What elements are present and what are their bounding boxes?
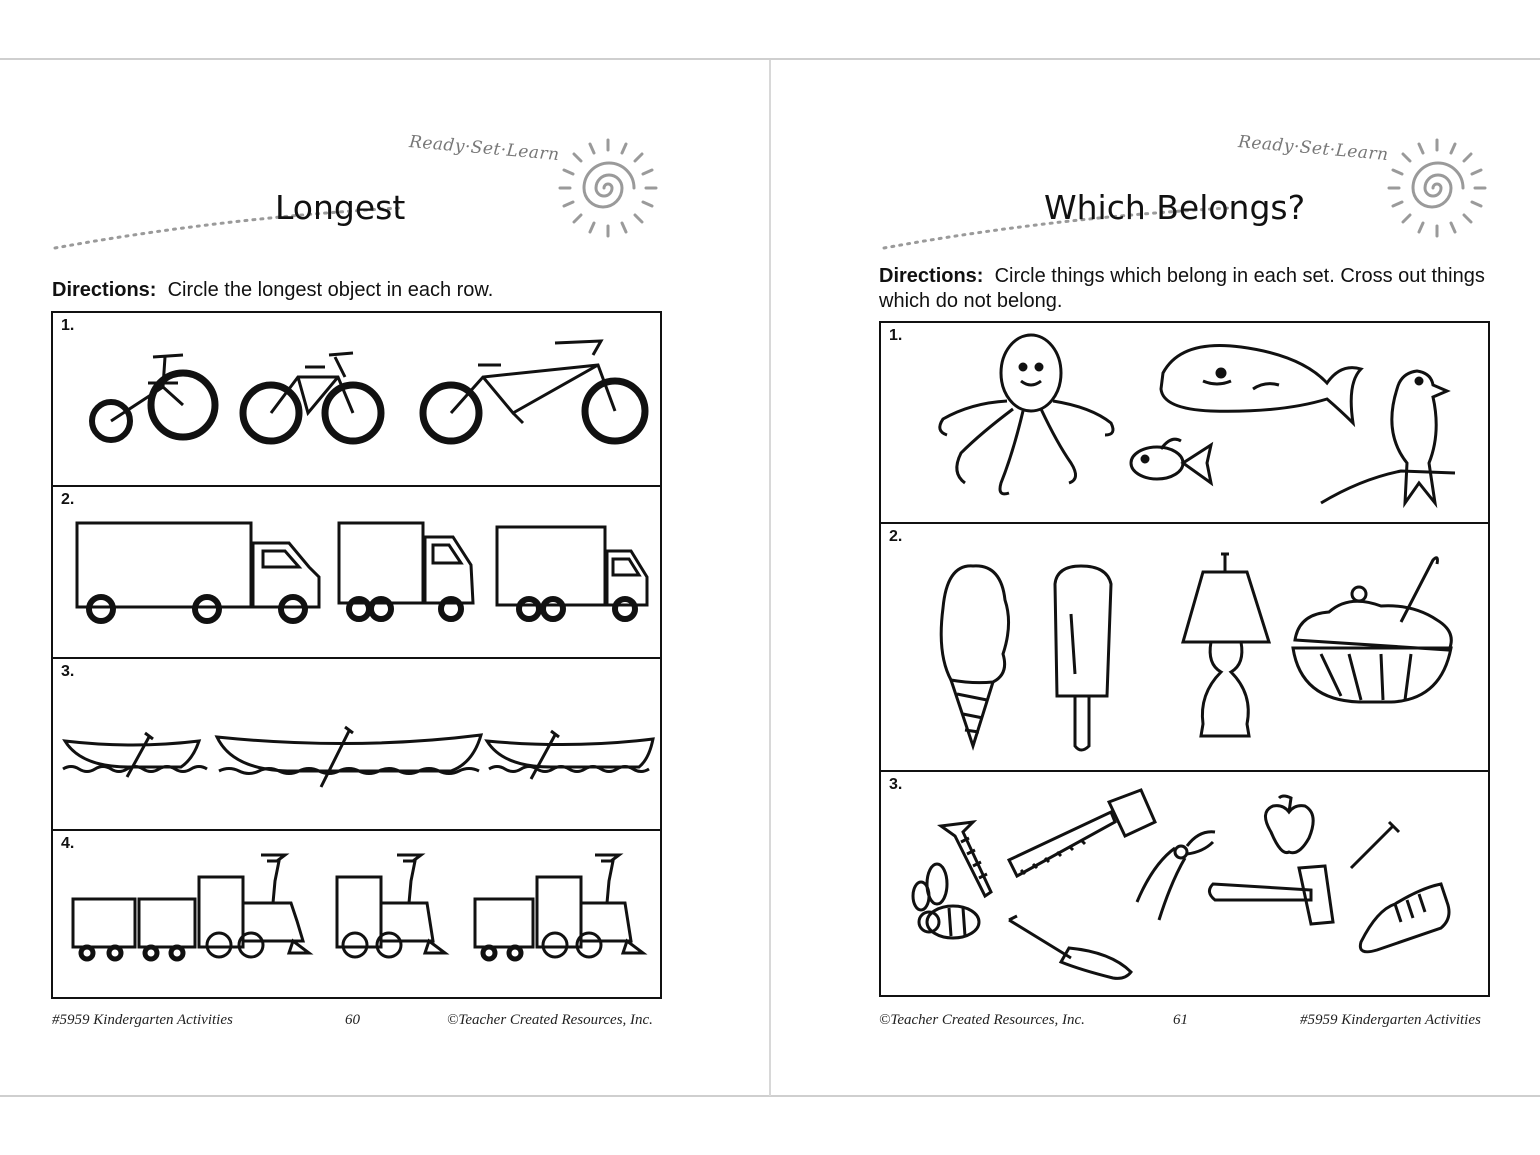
long-rowboat-icon bbox=[214, 725, 484, 788]
bee-icon bbox=[911, 862, 981, 940]
rowboat-icon bbox=[484, 729, 655, 780]
saw-icon bbox=[1006, 788, 1157, 879]
exercise-box: 1. bbox=[879, 321, 1490, 997]
exercise-row-4: 4. bbox=[53, 829, 660, 997]
exercise-row-1: 1. bbox=[53, 313, 660, 485]
short-train-icon bbox=[335, 853, 450, 959]
tricycle-icon bbox=[89, 353, 219, 443]
row-number: 1. bbox=[61, 317, 75, 334]
lamp-icon bbox=[1181, 552, 1272, 738]
bird-icon bbox=[1320, 369, 1456, 509]
nail-icon bbox=[1349, 820, 1401, 870]
page-title: Longest bbox=[275, 188, 406, 227]
long-bicycle-icon bbox=[419, 339, 649, 445]
medium-truck-icon bbox=[495, 525, 649, 622]
row-number: 1. bbox=[889, 327, 903, 344]
footer-right: #5959 Kindergarten Activities bbox=[1300, 1012, 1481, 1028]
apple-icon bbox=[1264, 794, 1315, 855]
directions-label: Directions: bbox=[879, 265, 984, 287]
popsicle-icon bbox=[1053, 564, 1113, 752]
exercise-row-2: 2. bbox=[881, 522, 1488, 770]
row-number: 4. bbox=[61, 835, 75, 852]
exercise-box: 1. 2. bbox=[51, 311, 662, 999]
whale-icon bbox=[1159, 343, 1364, 428]
row-number: 2. bbox=[61, 491, 75, 508]
header-decoration bbox=[53, 138, 658, 250]
sun-spiral-icon bbox=[1387, 138, 1487, 238]
footer-right: ©Teacher Created Resources, Inc. bbox=[447, 1012, 653, 1028]
left-page: Ready·Set·Learn Longest Directions: Circ… bbox=[0, 60, 769, 1096]
page-header: Ready·Set·Learn Which Belongs? bbox=[869, 120, 1509, 260]
octopus-icon bbox=[938, 333, 1115, 496]
screwdriver-icon bbox=[1008, 914, 1133, 980]
directions-text: Circle the longest object in each row. bbox=[167, 279, 494, 301]
screw-icon bbox=[937, 819, 993, 899]
footer-page-number: 61 bbox=[1173, 1012, 1188, 1028]
ice-cream-cone-icon bbox=[939, 564, 1010, 751]
hammer-icon bbox=[1208, 864, 1335, 926]
directions-label: Directions: bbox=[52, 279, 157, 301]
row-number: 3. bbox=[61, 663, 75, 680]
exercise-row-2: 2. bbox=[53, 485, 660, 657]
bottom-rule bbox=[0, 1095, 1540, 1097]
exercise-row-3: 3. bbox=[53, 657, 660, 829]
header-decoration bbox=[882, 138, 1487, 250]
fish-icon bbox=[1129, 437, 1214, 487]
short-truck-icon bbox=[337, 521, 475, 622]
pliers-icon bbox=[1135, 830, 1216, 921]
directions: Directions: Circle the longest object in… bbox=[52, 278, 672, 303]
directions: Directions: Circle things which belong i… bbox=[879, 264, 1489, 314]
long-truck-icon bbox=[75, 521, 321, 624]
top-rule bbox=[0, 58, 1540, 60]
sun-spiral-icon bbox=[558, 138, 658, 238]
sneaker-icon bbox=[1358, 882, 1451, 954]
footer-left: #5959 Kindergarten Activities bbox=[52, 1012, 233, 1028]
bicycle-icon bbox=[239, 351, 385, 445]
book-spine bbox=[769, 60, 771, 1096]
row-number: 2. bbox=[889, 528, 903, 545]
page-header: Ready·Set·Learn Longest bbox=[40, 120, 680, 260]
footer-left: ©Teacher Created Resources, Inc. bbox=[879, 1012, 1085, 1028]
ice-cream-sundae-icon bbox=[1291, 556, 1453, 704]
exercise-row-1: 1. bbox=[881, 323, 1488, 522]
long-train-icon bbox=[71, 853, 314, 962]
rowboat-icon bbox=[62, 731, 208, 778]
exercise-row-3: 3. bbox=[881, 770, 1488, 995]
medium-train-icon bbox=[473, 853, 648, 962]
page-title: Which Belongs? bbox=[1044, 188, 1306, 227]
right-page: Ready·Set·Learn Which Belongs? Direction… bbox=[771, 60, 1540, 1096]
directions-text: Circle things which belong in each set. … bbox=[879, 265, 1485, 312]
footer-page-number: 60 bbox=[345, 1012, 360, 1028]
row-number: 3. bbox=[889, 776, 903, 793]
